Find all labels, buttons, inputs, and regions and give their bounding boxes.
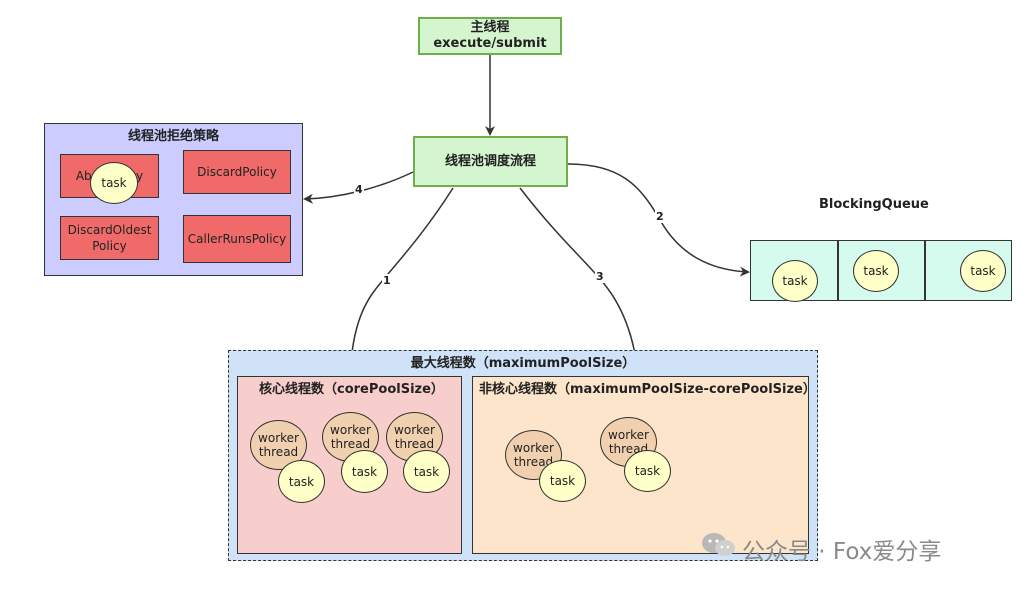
watermark-text: 公众号 · Fox爱分享 xyxy=(742,539,942,565)
scheduler-label: 线程池调度流程 xyxy=(444,153,536,169)
arrow-edge-1 xyxy=(345,187,454,376)
reject-policy-title: 线程池拒绝策略 xyxy=(127,129,219,144)
queue-task[interactable]: task xyxy=(853,250,899,292)
main-thread-node[interactable]: 主线程 execute/submit xyxy=(418,17,562,55)
queue-divider xyxy=(837,240,839,301)
max-pool-title: 最大线程数（maximumPoolSize） xyxy=(410,356,636,371)
caller-runs-policy-box[interactable]: CallerRunsPolicy xyxy=(183,215,291,263)
core-task[interactable]: task xyxy=(278,460,325,503)
noncore-task[interactable]: task xyxy=(624,450,671,492)
scheduler-node[interactable]: 线程池调度流程 xyxy=(413,136,568,187)
noncore-pool-title: 非核心线程数（maximumPoolSize-corePoolSize） xyxy=(479,382,816,397)
queue-divider xyxy=(924,240,926,301)
noncore-task[interactable]: task xyxy=(539,460,586,502)
edge-label-2: 2 xyxy=(655,210,665,223)
rejected-task[interactable]: task xyxy=(90,162,138,204)
discard-policy-box[interactable]: DiscardPolicy xyxy=(183,150,291,194)
main-thread-subtitle: execute/submit xyxy=(433,36,547,51)
edge-label-3: 3 xyxy=(595,270,605,283)
core-pool-title: 核心线程数（corePoolSize） xyxy=(259,382,444,397)
main-thread-title: 主线程 xyxy=(470,20,510,35)
queue-task[interactable]: task xyxy=(772,260,818,302)
noncore-worker-thread[interactable]: worker thread xyxy=(505,430,562,480)
blocking-queue-title: BlockingQueue xyxy=(819,197,929,212)
queue-task[interactable]: task xyxy=(960,250,1006,292)
core-task[interactable]: task xyxy=(403,450,450,493)
wechat-icon xyxy=(700,530,738,560)
arrow-edge-3 xyxy=(519,187,642,376)
edge-label-4: 4 xyxy=(354,183,364,196)
edge-label-1: 1 xyxy=(382,274,392,287)
core-task[interactable]: task xyxy=(341,450,388,493)
discard-oldest-policy-box[interactable]: DiscardOldest Policy xyxy=(60,216,159,260)
